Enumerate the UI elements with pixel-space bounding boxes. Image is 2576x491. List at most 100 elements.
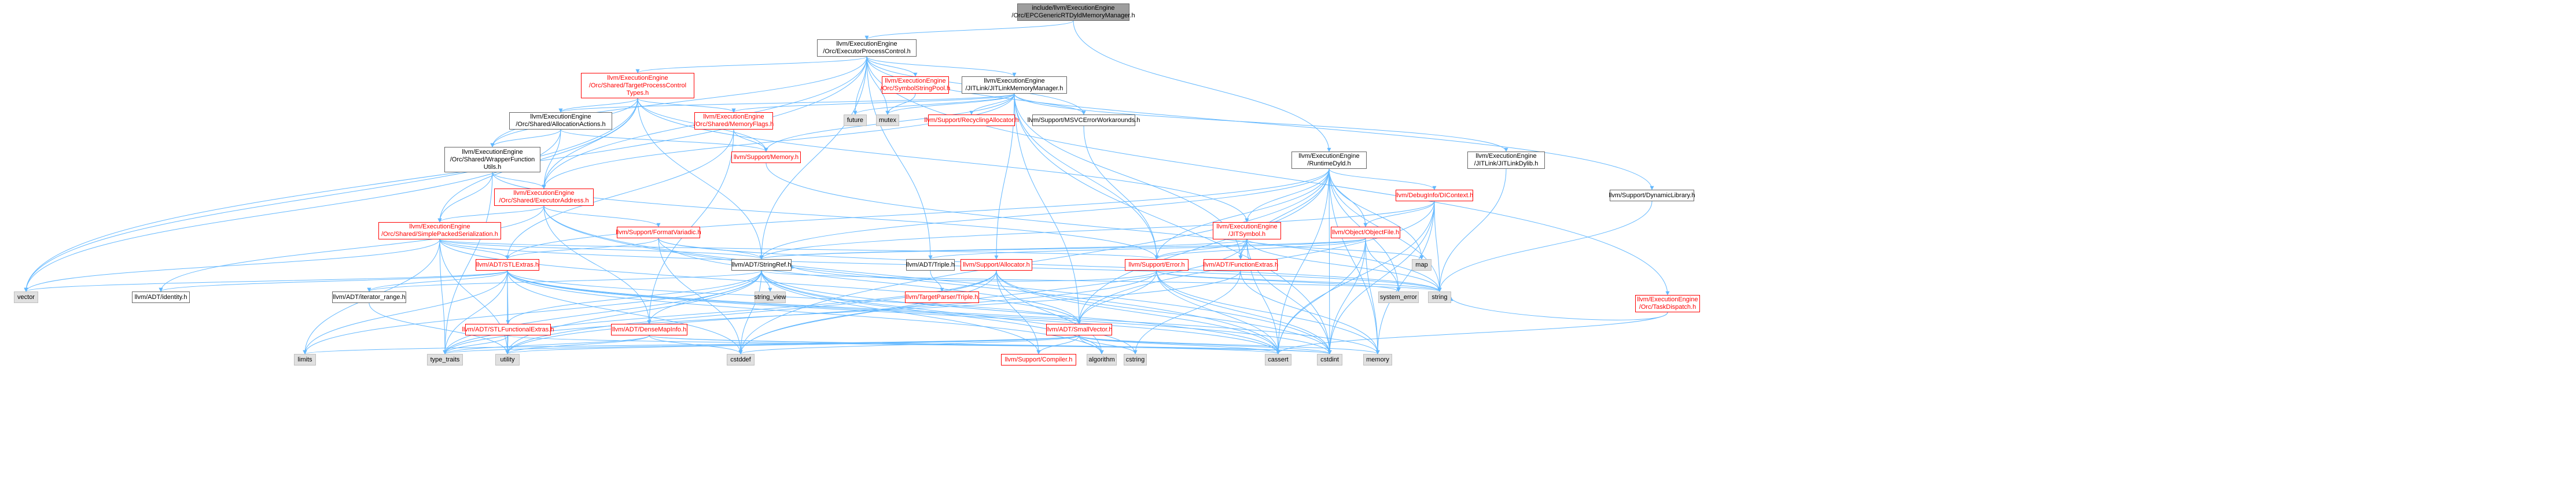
node-label: cstring: [1125, 356, 1145, 363]
edge-object-file-to-adt-triple: [928, 238, 1366, 260]
node-label: llvm/ADT/DenseMapInfo.h: [612, 326, 687, 333]
node-di-context[interactable]: llvm/DebugInfo/DIContext.h: [1396, 190, 1473, 201]
edge-executor-process-control-to-vector: [24, 56, 867, 292]
edge-stl-extras-to-cstdint: [507, 270, 1332, 355]
edge-task-dispatch-to-cassert: [1276, 312, 1668, 355]
edge-stl-extras-to-limits: [303, 270, 508, 355]
node-support-allocator[interactable]: llvm/Support/Allocator.h: [961, 259, 1032, 271]
node-cassert[interactable]: cassert: [1265, 354, 1291, 366]
node-jit-symbol[interactable]: llvm/ExecutionEngine /JITSymbol.h: [1213, 222, 1281, 239]
node-task-dispatch[interactable]: llvm/ExecutionEngine /Orc/TaskDispatch.h: [1635, 295, 1700, 312]
edge-small-vector-to-support-compiler: [1036, 335, 1080, 355]
edge-support-allocator-to-cstdint: [996, 270, 1332, 355]
node-memory-flags[interactable]: llvm/ExecutionEngine /Orc/Shared/MemoryF…: [693, 112, 774, 130]
node-stl-functional-extras[interactable]: llvm/ADT/STLFunctionalExtras.h: [462, 324, 554, 335]
node-support-error[interactable]: llvm/Support/Error.h: [1125, 259, 1188, 271]
edge-stl-extras-to-identity: [159, 270, 508, 292]
node-format-variadic[interactable]: llvm/Support/FormatVariadic.h: [616, 227, 701, 238]
node-string[interactable]: string: [1428, 291, 1451, 303]
node-target-process-control-types[interactable]: llvm/ExecutionEngine /Orc/Shared/TargetP…: [581, 73, 694, 98]
node-executor-address[interactable]: llvm/ExecutionEngine /Orc/Shared/Executo…: [494, 189, 594, 206]
node-label: llvm/Support/MSVCErrorWorkarounds.h: [1027, 116, 1140, 124]
edge-allocation-actions-to-support-memory: [560, 129, 768, 152]
edge-string-ref-to-limits: [303, 270, 762, 355]
edge-stl-extras-to-cassert: [507, 270, 1280, 355]
node-label: llvm/ExecutionEngine /Orc/Shared/MemoryF…: [693, 113, 774, 128]
edge-small-vector-to-algorithm: [1079, 335, 1104, 355]
node-support-memory[interactable]: llvm/Support/Memory.h: [731, 152, 801, 163]
edge-format-variadic-to-string: [658, 238, 1442, 292]
node-memory-std[interactable]: memory: [1363, 354, 1392, 366]
node-symbol-string-pool[interactable]: llvm/ExecutionEngine /Orc/SymbolStringPo…: [881, 76, 950, 94]
edge-wrapper-function-utils-to-executor-address: [492, 172, 546, 189]
node-map[interactable]: map: [1412, 259, 1431, 271]
node-type-traits[interactable]: type_traits: [427, 354, 463, 366]
node-future[interactable]: future: [844, 115, 867, 126]
node-identity[interactable]: llvm/ADT/identity.h: [132, 291, 190, 303]
node-object-file[interactable]: llvm/Object/ObjectFile.h: [1331, 227, 1400, 238]
node-limits[interactable]: limits: [294, 354, 316, 366]
edge-small-vector-to-cstddef: [738, 335, 1080, 355]
edge-support-error-to-string: [1156, 270, 1442, 292]
node-string-view[interactable]: string_view: [754, 291, 786, 303]
edge-object-file-to-memory-std: [1365, 238, 1380, 355]
node-label: llvm/Support/RecyclingAllocator.h: [924, 116, 1019, 124]
node-label: llvm/Support/DynamicLibrary.h: [1609, 191, 1695, 199]
edge-jitlink-memory-manager-to-mutex: [885, 93, 1015, 115]
edge-jit-symbol-to-cassert: [1246, 239, 1280, 355]
node-jitlink-dylib[interactable]: llvm/ExecutionEngine /JITLink/JITLinkDyl…: [1467, 152, 1545, 169]
edge-target-process-control-types-to-allocation-actions: [558, 98, 638, 113]
edge-runtime-dyld-to-cassert: [1276, 168, 1330, 355]
edge-runtime-dyld-to-map: [1329, 168, 1424, 260]
edge-jitlink-memory-manager-to-future: [853, 93, 1015, 115]
node-simple-packed-serialization[interactable]: llvm/ExecutionEngine /Orc/Shared/SimpleP…: [378, 222, 501, 239]
edge-support-error-to-cassert: [1156, 270, 1280, 355]
node-label: llvm/ADT/SmallVector.h: [1046, 326, 1113, 333]
node-jitlink-memory-manager[interactable]: llvm/ExecutionEngine /JITLink/JITLinkMem…: [962, 76, 1067, 94]
node-allocation-actions[interactable]: llvm/ExecutionEngine /Orc/Shared/Allocat…: [509, 112, 612, 130]
edge-wrapper-function-utils-to-simple-packed-serialization: [437, 172, 493, 223]
node-algorithm[interactable]: algorithm: [1087, 354, 1117, 366]
node-mutex[interactable]: mutex: [876, 115, 899, 126]
node-label: llvm/Object/ObjectFile.h: [1331, 228, 1400, 236]
node-support-compiler[interactable]: llvm/Support/Compiler.h: [1001, 354, 1076, 366]
node-executor-process-control[interactable]: llvm/ExecutionEngine /Orc/ExecutorProces…: [817, 39, 917, 57]
node-system-error[interactable]: system_error: [1378, 291, 1419, 303]
node-vector[interactable]: vector: [14, 291, 38, 303]
node-root-header[interactable]: include/llvm/ExecutionEngine /Orc/EPCGen…: [1011, 3, 1135, 21]
node-runtime-dyld[interactable]: llvm/ExecutionEngine /RuntimeDyld.h: [1291, 152, 1367, 169]
edge-root-header-to-runtime-dyld: [1073, 20, 1331, 152]
node-string-ref[interactable]: llvm/ADT/StringRef.h: [731, 259, 792, 271]
edge-jitlink-memory-manager-to-msvc-error-workarounds: [1014, 93, 1086, 115]
node-small-vector[interactable]: llvm/ADT/SmallVector.h: [1046, 324, 1112, 335]
node-cstddef[interactable]: cstddef: [727, 354, 755, 366]
edge-object-file-to-cstdint: [1327, 238, 1366, 355]
node-cstdint[interactable]: cstdint: [1317, 354, 1342, 366]
node-iterator-range[interactable]: llvm/ADT/iterator_range.h: [332, 291, 406, 303]
node-dense-map-info[interactable]: llvm/ADT/DenseMapInfo.h: [611, 324, 687, 335]
node-adt-triple[interactable]: llvm/ADT/Triple.h: [906, 259, 955, 271]
edge-jitlink-memory-manager-to-jitlink-dylib: [1014, 93, 1508, 152]
node-label: map: [1415, 261, 1428, 268]
node-cstring[interactable]: cstring: [1124, 354, 1147, 366]
node-stl-extras[interactable]: llvm/ADT/STLExtras.h: [476, 259, 539, 271]
edge-allocation-actions-to-wrapper-function-utils: [490, 129, 561, 147]
node-wrapper-function-utils[interactable]: llvm/ExecutionEngine /Orc/Shared/Wrapper…: [444, 147, 540, 172]
node-dynamic-library[interactable]: llvm/Support/DynamicLibrary.h: [1609, 190, 1695, 201]
edge-small-vector-to-memory-std: [1079, 335, 1380, 355]
edge-executor-address-to-dense-map-info: [543, 205, 652, 324]
edge-support-error-to-system-error: [1156, 270, 1401, 292]
edge-simple-packed-serialization-to-utility: [439, 239, 510, 355]
edge-dynamic-library-to-string: [1437, 201, 1653, 292]
edge-memory-flags-to-support-memory: [733, 129, 768, 152]
node-target-parser-triple[interactable]: llvm/TargetParser/Triple.h: [905, 291, 979, 303]
edge-runtime-dyld-to-support-error: [1154, 168, 1330, 260]
node-function-extras[interactable]: llvm/ADT/FunctionExtras.h: [1203, 259, 1278, 271]
node-msvc-error-workarounds[interactable]: llvm/Support/MSVCErrorWorkarounds.h: [1028, 115, 1140, 126]
node-recycling-allocator[interactable]: llvm/Support/RecyclingAllocator.h: [924, 115, 1019, 126]
edge-executor-address-to-cassert: [543, 205, 1280, 355]
node-utility[interactable]: utility: [495, 354, 520, 366]
edge-msvc-error-workarounds-to-support-error: [1083, 125, 1159, 260]
node-label: llvm/ADT/STLExtras.h: [476, 261, 539, 268]
node-label: llvm/ADT/identity.h: [134, 293, 187, 301]
